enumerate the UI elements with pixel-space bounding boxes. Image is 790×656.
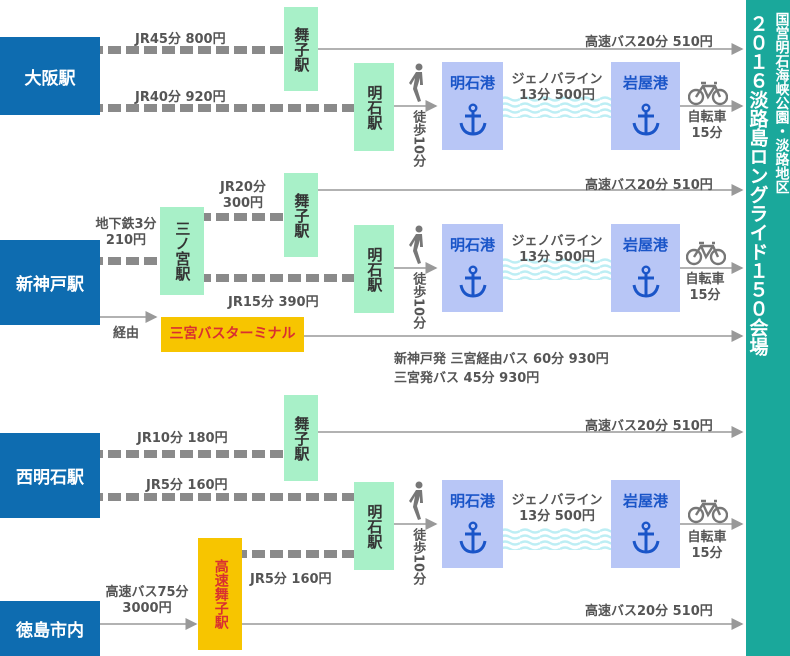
label-nishi-jr10: JR10分 180円 [137,431,228,446]
label-bus-note-1: 新神戸発 三宮経由バス 60分 930円 [394,352,609,367]
anchor-icon [632,265,659,298]
station-maiko-1: 舞子駅 [284,7,318,91]
station-maiko-3: 舞子駅 [284,395,318,481]
anchor-icon [459,265,486,298]
walker-icon [409,225,423,264]
anchor-icon [632,103,659,136]
label-via: 経由 [113,326,140,341]
label-kosoku-bus-2: 高速バス20分 510円 [585,178,713,193]
rail-osaka-akashi [100,104,356,112]
walker-icon [409,63,423,102]
label-kosoku-bus-4: 高速バス20分 510円 [585,604,713,619]
port-akashi-3: 明石港 [442,480,503,568]
label-kosoku-bus-3: 高速バス20分 510円 [585,419,713,434]
walk-label-3: 徒歩10分 [410,528,426,586]
label-sannomiya-jr15: JR15分 390円 [228,295,319,310]
bicycle-icon [686,241,726,266]
port-akashi-2: 明石港 [442,224,503,312]
venue-event: ２０１６淡路島ロングライド１５０会場 [746,14,769,356]
label-kosoku-bus-1: 高速バス20分 510円 [585,35,713,50]
bicycle-icon [688,499,728,524]
venue-name: 国営明石海峡公園・淡路地区 [773,12,790,194]
rail-osaka-maiko [100,46,284,54]
ferry-wave-2 [503,258,611,280]
rail-sannomiya-akashi [204,274,356,282]
port-akashi-1: 明石港 [442,62,503,150]
walk-label-1: 徒歩10分 [410,110,426,168]
rail-nishi-maiko [100,450,284,458]
label-osaka-jr40: JR40分 920円 [135,90,226,105]
anchor-icon [459,521,486,554]
station-akashi-1: 明石駅 [354,63,394,151]
rail-nishi-akashi [100,493,356,501]
venue-banner: 国営明石海峡公園・淡路地区 ２０１６淡路島ロングライド１５０会場 [746,0,790,656]
walker-icon [409,481,423,520]
anchor-icon [632,521,659,554]
station-akashi-3: 明石駅 [354,482,394,570]
anchor-icon [459,103,486,136]
station-maiko-2: 舞子駅 [284,173,318,257]
ferry-wave-3 [503,528,611,550]
origin-nishiakashi: 西明石駅 [0,433,100,518]
rail-sannomiya-maiko [204,213,284,221]
origin-tokushima: 徳島市内 [0,601,100,656]
label-kosoku-jr5: JR5分 160円 [250,572,332,587]
origin-osaka: 大阪駅 [0,37,100,115]
origin-shinkobe: 新神戸駅 [0,240,100,325]
station-sannomiya: 三ノ宮駅 [160,207,204,295]
sannomiya-bus-terminal: 三宮バスターミナル [161,317,304,352]
label-osaka-jr45: JR45分 800円 [135,32,226,47]
label-nishi-jr5: JR5分 160円 [146,478,228,493]
rail-subway [100,257,160,265]
label-bus-note-2: 三宮発バス 45分 930円 [394,371,540,386]
station-akashi-2: 明石駅 [354,225,394,313]
rail-kosoku-akashi [242,550,356,558]
port-iwaya-3: 岩屋港 [611,480,680,568]
bicycle-icon [688,81,728,106]
port-iwaya-2: 岩屋港 [611,224,680,312]
station-kosoku-maiko: 高速舞子駅 [198,538,242,650]
walk-label-2: 徒歩10分 [410,272,426,330]
ferry-wave-1 [503,96,611,118]
port-iwaya-1: 岩屋港 [611,62,680,150]
